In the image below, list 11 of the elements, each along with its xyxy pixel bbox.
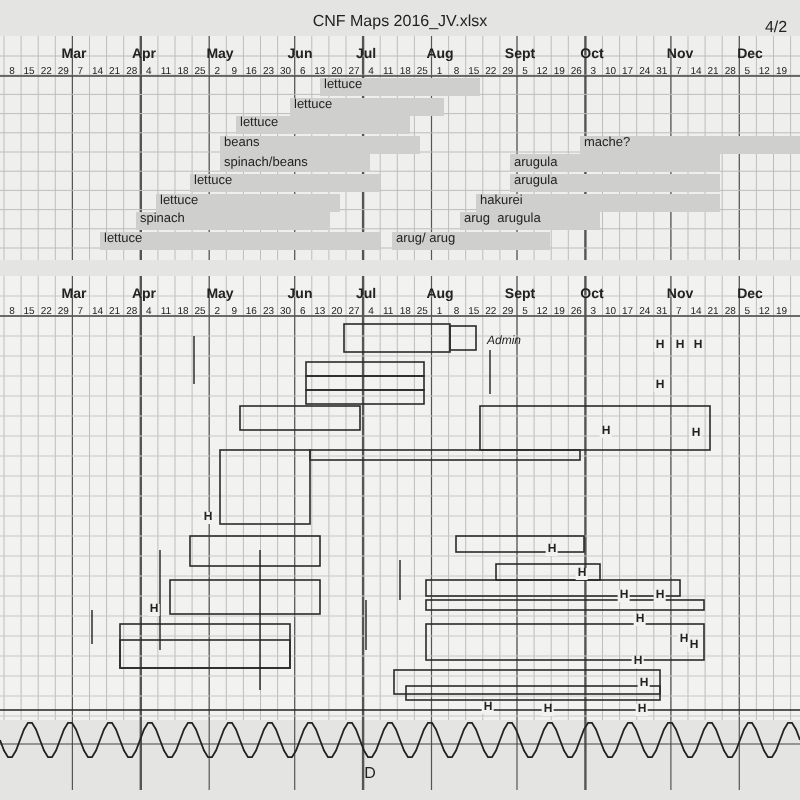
crop-bar: [190, 174, 380, 192]
crop-bar: [510, 154, 720, 173]
crop-bar: [220, 154, 370, 173]
crop-bar: [320, 78, 480, 96]
crop-bar: [460, 212, 600, 231]
crop-bar: [236, 116, 410, 135]
handwritten-letter: D: [364, 766, 376, 782]
sheet-title: CNF Maps 2016_JV.xlsx: [312, 10, 488, 34]
crop-bar: [510, 174, 720, 192]
date-label: 4/2: [764, 20, 788, 36]
crop-bar: [136, 212, 330, 231]
